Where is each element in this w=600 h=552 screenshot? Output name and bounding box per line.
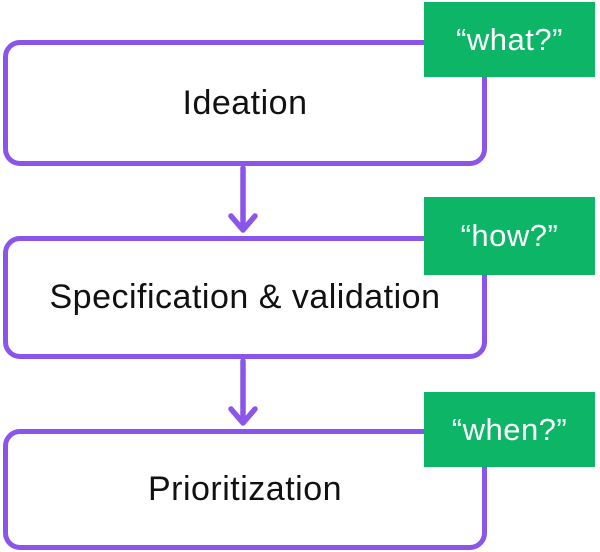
step-label-ideation: Ideation xyxy=(182,83,308,122)
step-box-prioritization: Prioritization xyxy=(3,429,487,550)
annotation-tag-when-label: “when?” xyxy=(451,411,568,447)
step-box-specification-validation: Specification & validation xyxy=(3,236,487,359)
down-arrow-icon xyxy=(228,166,258,233)
annotation-tag-when: “when?” xyxy=(424,392,595,467)
step-label-prioritization: Prioritization xyxy=(147,470,343,508)
annotation-tag-what-label: “what?” xyxy=(456,21,563,57)
annotation-tag-how-label: “how?” xyxy=(460,218,559,253)
step-box-ideation: Ideation xyxy=(3,40,487,166)
step-label-specification-validation: Specification & validation xyxy=(49,278,441,316)
down-arrow-icon xyxy=(228,359,258,426)
annotation-tag-how: “how?” xyxy=(424,197,595,275)
annotation-tag-what: “what?” xyxy=(424,2,595,77)
